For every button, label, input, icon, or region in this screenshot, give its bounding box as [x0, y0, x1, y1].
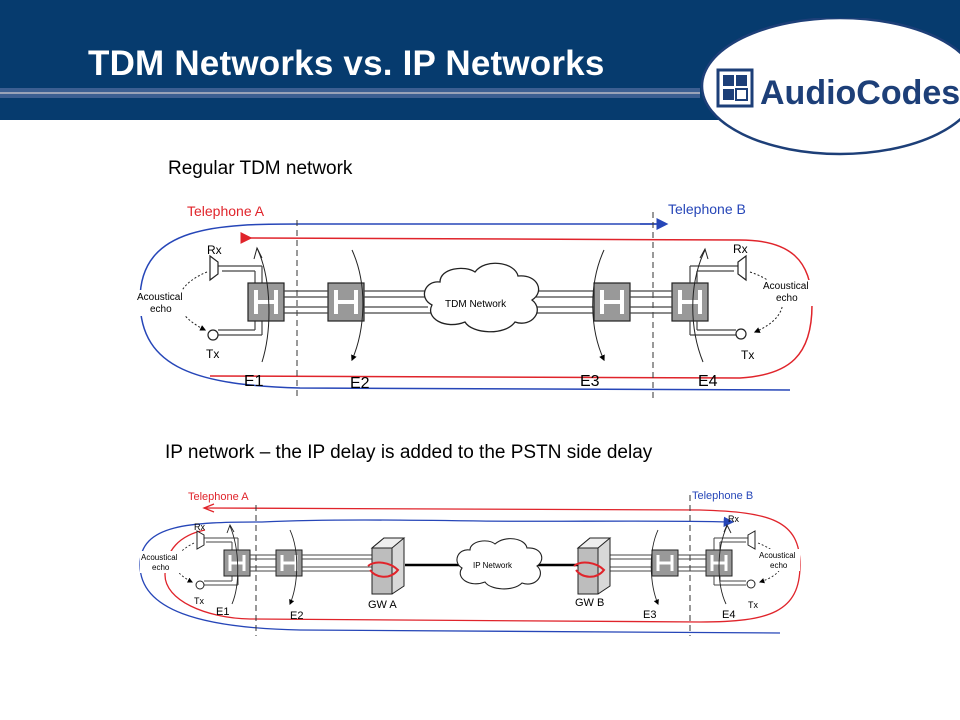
tdm-e2: E2: [350, 375, 370, 392]
ip-e1: E1: [216, 606, 229, 618]
ip-rx-left: Rx: [194, 522, 205, 532]
ip-cloud-icon: [456, 538, 543, 590]
ip-caption: IP network – the IP delay is added to th…: [165, 442, 653, 463]
tdm-e4: E4: [698, 373, 718, 390]
ip-gw-b: GW B: [575, 597, 604, 609]
ip-cloud-label: IP Network: [473, 561, 513, 570]
tdm-e3: E3: [580, 373, 600, 390]
audiocodes-logo-icon: AudioCodes: [700, 18, 960, 156]
ip-diagram: Telephone A Telephone B Rx Tx Acoustical…: [139, 490, 801, 636]
tdm-rx-right: Rx: [733, 242, 748, 256]
tdm-cloud-icon: [423, 262, 540, 333]
tdm-telephone-a: Telephone A: [187, 203, 265, 219]
speaker-icon: [209, 254, 219, 282]
tdm-cloud-label: TDM Network: [445, 299, 507, 310]
ip-echo-right-2: echo: [770, 561, 788, 570]
microphone-icon: [195, 580, 205, 590]
ip-telephone-a: Telephone A: [188, 491, 249, 503]
ip-blue-loop: [139, 521, 781, 634]
microphone-icon: [746, 579, 756, 589]
ip-e4: E4: [722, 609, 735, 621]
hybrid-icon: [327, 282, 365, 322]
gateway-server-icon: [367, 537, 406, 595]
ip-gw-a: GW A: [368, 599, 397, 611]
microphone-icon: [735, 328, 747, 340]
ip-rx-right: Rx: [728, 514, 739, 524]
tdm-telephone-b: Telephone B: [668, 201, 746, 217]
tdm-rx-left: Rx: [207, 243, 222, 257]
tdm-diagram: Telephone A Telephone B Rx Tx Acoustical…: [136, 201, 816, 398]
speaker-icon: [196, 530, 205, 550]
ip-echo-left-2: echo: [152, 563, 170, 572]
speaker-icon: [737, 254, 747, 282]
hybrid-icon: [593, 282, 631, 322]
tdm-e1: E1: [244, 373, 264, 390]
hybrid-icon: [651, 549, 679, 577]
hybrid-icon: [247, 282, 285, 322]
tdm-echo-right-1: Acoustical: [763, 281, 809, 292]
ip-echo-left-1: Acoustical: [141, 553, 178, 562]
ip-telephone-b: Telephone B: [692, 490, 753, 502]
logo-text: AudioCodes: [760, 74, 960, 112]
microphone-icon: [207, 329, 219, 341]
ip-tx-right: Tx: [748, 600, 758, 610]
ip-echo-right-1: Acoustical: [759, 551, 796, 560]
speaker-icon: [747, 530, 756, 550]
tdm-echo-right-2: echo: [776, 293, 798, 304]
tdm-caption: Regular TDM network: [168, 158, 353, 179]
tdm-echo-left-2: echo: [150, 304, 172, 315]
tdm-echo-left-1: Acoustical: [137, 292, 183, 303]
ip-e2: E2: [290, 610, 303, 622]
gateway-server-icon: [573, 537, 612, 595]
hybrid-icon: [671, 282, 709, 322]
page-title: TDM Networks vs. IP Networks: [88, 44, 605, 83]
ip-e3: E3: [643, 609, 656, 621]
ip-tx-left: Tx: [194, 596, 204, 606]
tdm-tx-left: Tx: [206, 347, 219, 361]
tdm-tx-right: Tx: [741, 348, 754, 362]
hybrid-icon: [275, 549, 303, 577]
